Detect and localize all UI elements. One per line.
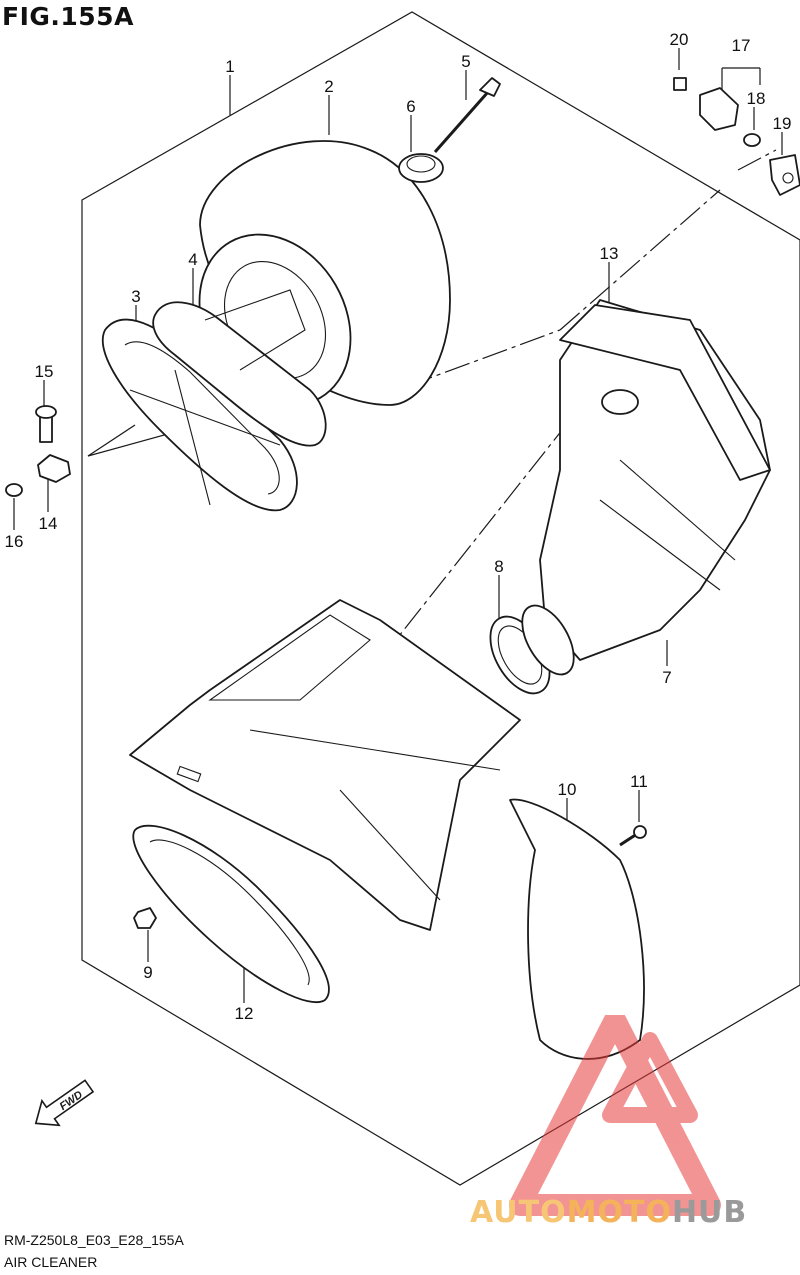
watermark-word-auto: AUTO: [470, 1195, 567, 1230]
figure-code: RM-Z250L8_E03_E28_155A: [4, 1232, 184, 1248]
air-cleaner-case: [129, 599, 521, 931]
leader-lines: [13, 48, 783, 1003]
fastener-set: [5, 405, 71, 497]
nut: [133, 907, 157, 929]
gasket: [132, 824, 330, 1004]
callout-10: 10: [558, 780, 577, 799]
figure-title: FIG.155A: [2, 2, 134, 31]
fwd-arrow-icon: FWD: [34, 1079, 95, 1127]
collar: [398, 153, 444, 183]
callout-17: 17: [732, 36, 751, 55]
shield-cover: [509, 798, 645, 1060]
callout-labels: 1 2 3 4 5 6 7 8 9 10 11 12 13 14 15 16 1…: [5, 30, 792, 1023]
callout-16: 16: [5, 532, 24, 551]
assembly-outline: [81, 11, 800, 1186]
callout-13: 13: [600, 244, 619, 263]
watermark-word-hub: HUB: [671, 1195, 748, 1230]
seal: [559, 304, 771, 481]
callout-20: 20: [670, 30, 689, 49]
callout-5: 5: [461, 52, 470, 71]
callout-2: 2: [324, 77, 333, 96]
filter-frame: [152, 289, 327, 447]
callout-4: 4: [188, 250, 197, 269]
watermark-logo-icon: [509, 1015, 721, 1216]
callout-14: 14: [39, 514, 58, 533]
callout-12: 12: [235, 1004, 254, 1023]
callout-15: 15: [35, 362, 54, 381]
callout-8: 8: [494, 557, 503, 576]
callout-3: 3: [131, 287, 140, 306]
callout-11: 11: [630, 772, 648, 791]
figure-caption: AIR CLEANER: [4, 1254, 98, 1270]
callout-9: 9: [143, 963, 152, 982]
callout-18: 18: [747, 89, 766, 108]
watermark-text: AUTOMOTOHUB: [470, 1195, 747, 1230]
watermark-word-moto: MOTO: [566, 1195, 672, 1230]
callout-1: 1: [225, 57, 234, 76]
sensor-set: [673, 77, 800, 196]
screw: [619, 825, 647, 847]
callout-19: 19: [773, 114, 792, 133]
callout-7: 7: [662, 668, 671, 687]
clamp: [489, 604, 575, 695]
callout-6: 6: [406, 97, 415, 116]
wing-bolt: [433, 77, 501, 153]
